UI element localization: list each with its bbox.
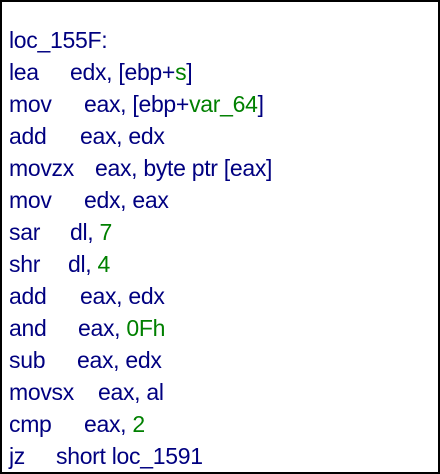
mnemonic[interactable]: movsx	[9, 379, 74, 405]
instruction-line[interactable]: shr dl, 4	[9, 248, 110, 280]
operand-text: short loc_1591	[56, 443, 203, 469]
instruction-line[interactable]: mov eax, [ebp+var_64]	[9, 88, 264, 120]
operand-highlight[interactable]: 4	[97, 251, 110, 277]
instruction-line[interactable]: add eax, edx	[9, 280, 165, 312]
operands: eax, 0Fh	[78, 312, 165, 344]
operands: short loc_1591	[56, 440, 203, 472]
operands: eax, edx	[80, 280, 165, 312]
mnemonic[interactable]: mov	[9, 187, 52, 213]
operands: dl, 4	[68, 248, 110, 280]
mnemonic[interactable]: movzx	[9, 155, 74, 181]
operand-text: ]	[257, 91, 264, 117]
instruction-line[interactable]: cmp eax, 2	[9, 408, 145, 440]
operands: eax, edx	[80, 120, 165, 152]
instruction-line[interactable]: jz short loc_1591	[9, 440, 203, 472]
operand-text: edx, eax	[84, 187, 169, 213]
mnemonic[interactable]: add	[9, 123, 47, 149]
operand-text: eax, byte ptr [eax]	[95, 155, 273, 181]
operand-highlight[interactable]: 2	[132, 411, 145, 437]
operand-text: eax, edx	[77, 347, 162, 373]
operands: eax, byte ptr [eax]	[95, 152, 272, 184]
mnemonic[interactable]: jz	[9, 443, 26, 469]
mnemonic[interactable]: lea	[9, 59, 39, 85]
operand-text: dl,	[68, 251, 98, 277]
operand-text: ]	[186, 59, 193, 85]
operands: eax, al	[98, 376, 164, 408]
mnemonic[interactable]: mov	[9, 91, 52, 117]
operands: edx, eax	[84, 184, 169, 216]
instruction-line[interactable]: sub eax, edx	[9, 344, 162, 376]
operands: eax, edx	[77, 344, 162, 376]
operands: eax, [ebp+var_64]	[84, 88, 264, 120]
instruction-line[interactable]: movzx eax, byte ptr [eax]	[9, 152, 272, 184]
instruction-line[interactable]: add eax, edx	[9, 120, 165, 152]
instruction-line[interactable]: lea edx, [ebp+s]	[9, 56, 193, 88]
instruction-line[interactable]: and eax, 0Fh	[9, 312, 165, 344]
operands: eax, 2	[84, 408, 145, 440]
operands: edx, [ebp+s]	[70, 56, 193, 88]
mnemonic[interactable]: sub	[9, 347, 46, 373]
operand-text: eax, al	[98, 379, 164, 405]
block-label[interactable]: loc_155F:	[9, 27, 108, 53]
instruction-line[interactable]: mov edx, eax	[9, 184, 169, 216]
operand-text: eax, edx	[80, 123, 165, 149]
operand-highlight[interactable]: var_64	[189, 91, 258, 117]
operand-text: eax,	[84, 411, 133, 437]
operand-text: eax, edx	[80, 283, 165, 309]
operand-text: eax, [ebp+	[84, 91, 190, 117]
instruction-line[interactable]: movsx eax, al	[9, 376, 164, 408]
operand-text: edx, [ebp+	[70, 59, 176, 85]
operand-highlight[interactable]: 0Fh	[126, 315, 166, 341]
mnemonic[interactable]: cmp	[9, 411, 52, 437]
operand-text: eax,	[78, 315, 127, 341]
instruction-line[interactable]: sar dl, 7	[9, 216, 112, 248]
mnemonic[interactable]: shr	[9, 251, 41, 277]
mnemonic[interactable]: add	[9, 283, 47, 309]
operands: dl, 7	[70, 216, 112, 248]
mnemonic[interactable]: and	[9, 315, 47, 341]
operand-highlight[interactable]: 7	[99, 219, 112, 245]
operand-text: dl,	[70, 219, 100, 245]
mnemonic[interactable]: sar	[9, 219, 41, 245]
operand-highlight[interactable]: s	[175, 59, 187, 85]
